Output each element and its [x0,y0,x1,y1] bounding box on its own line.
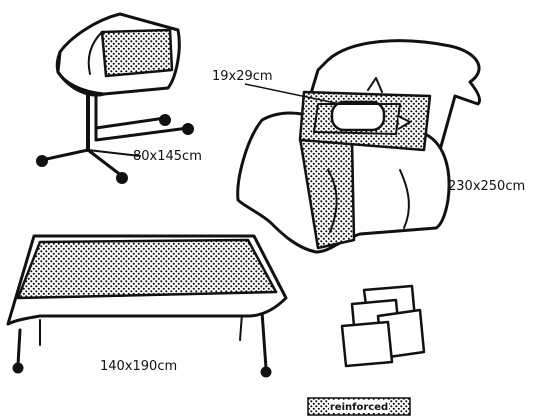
mayo-stand-size-label: 80x145cm [133,149,202,164]
surgical-drape [236,39,482,254]
mayo-stand-frame [36,76,194,184]
hand-towels [340,284,426,368]
table-cover [6,234,288,378]
window-callout-line [244,83,341,105]
reinforced-badge: reinforced [307,397,411,416]
mayo-stand-cover [36,12,194,184]
table-legs [12,310,272,378]
reinforced-badge-label: reinforced [330,402,388,413]
drape-window-size-label: 19x29cm [212,69,273,84]
table-cover-size-label: 140x190cm [100,359,177,374]
drape-size-label: 230x250cm [448,179,525,194]
